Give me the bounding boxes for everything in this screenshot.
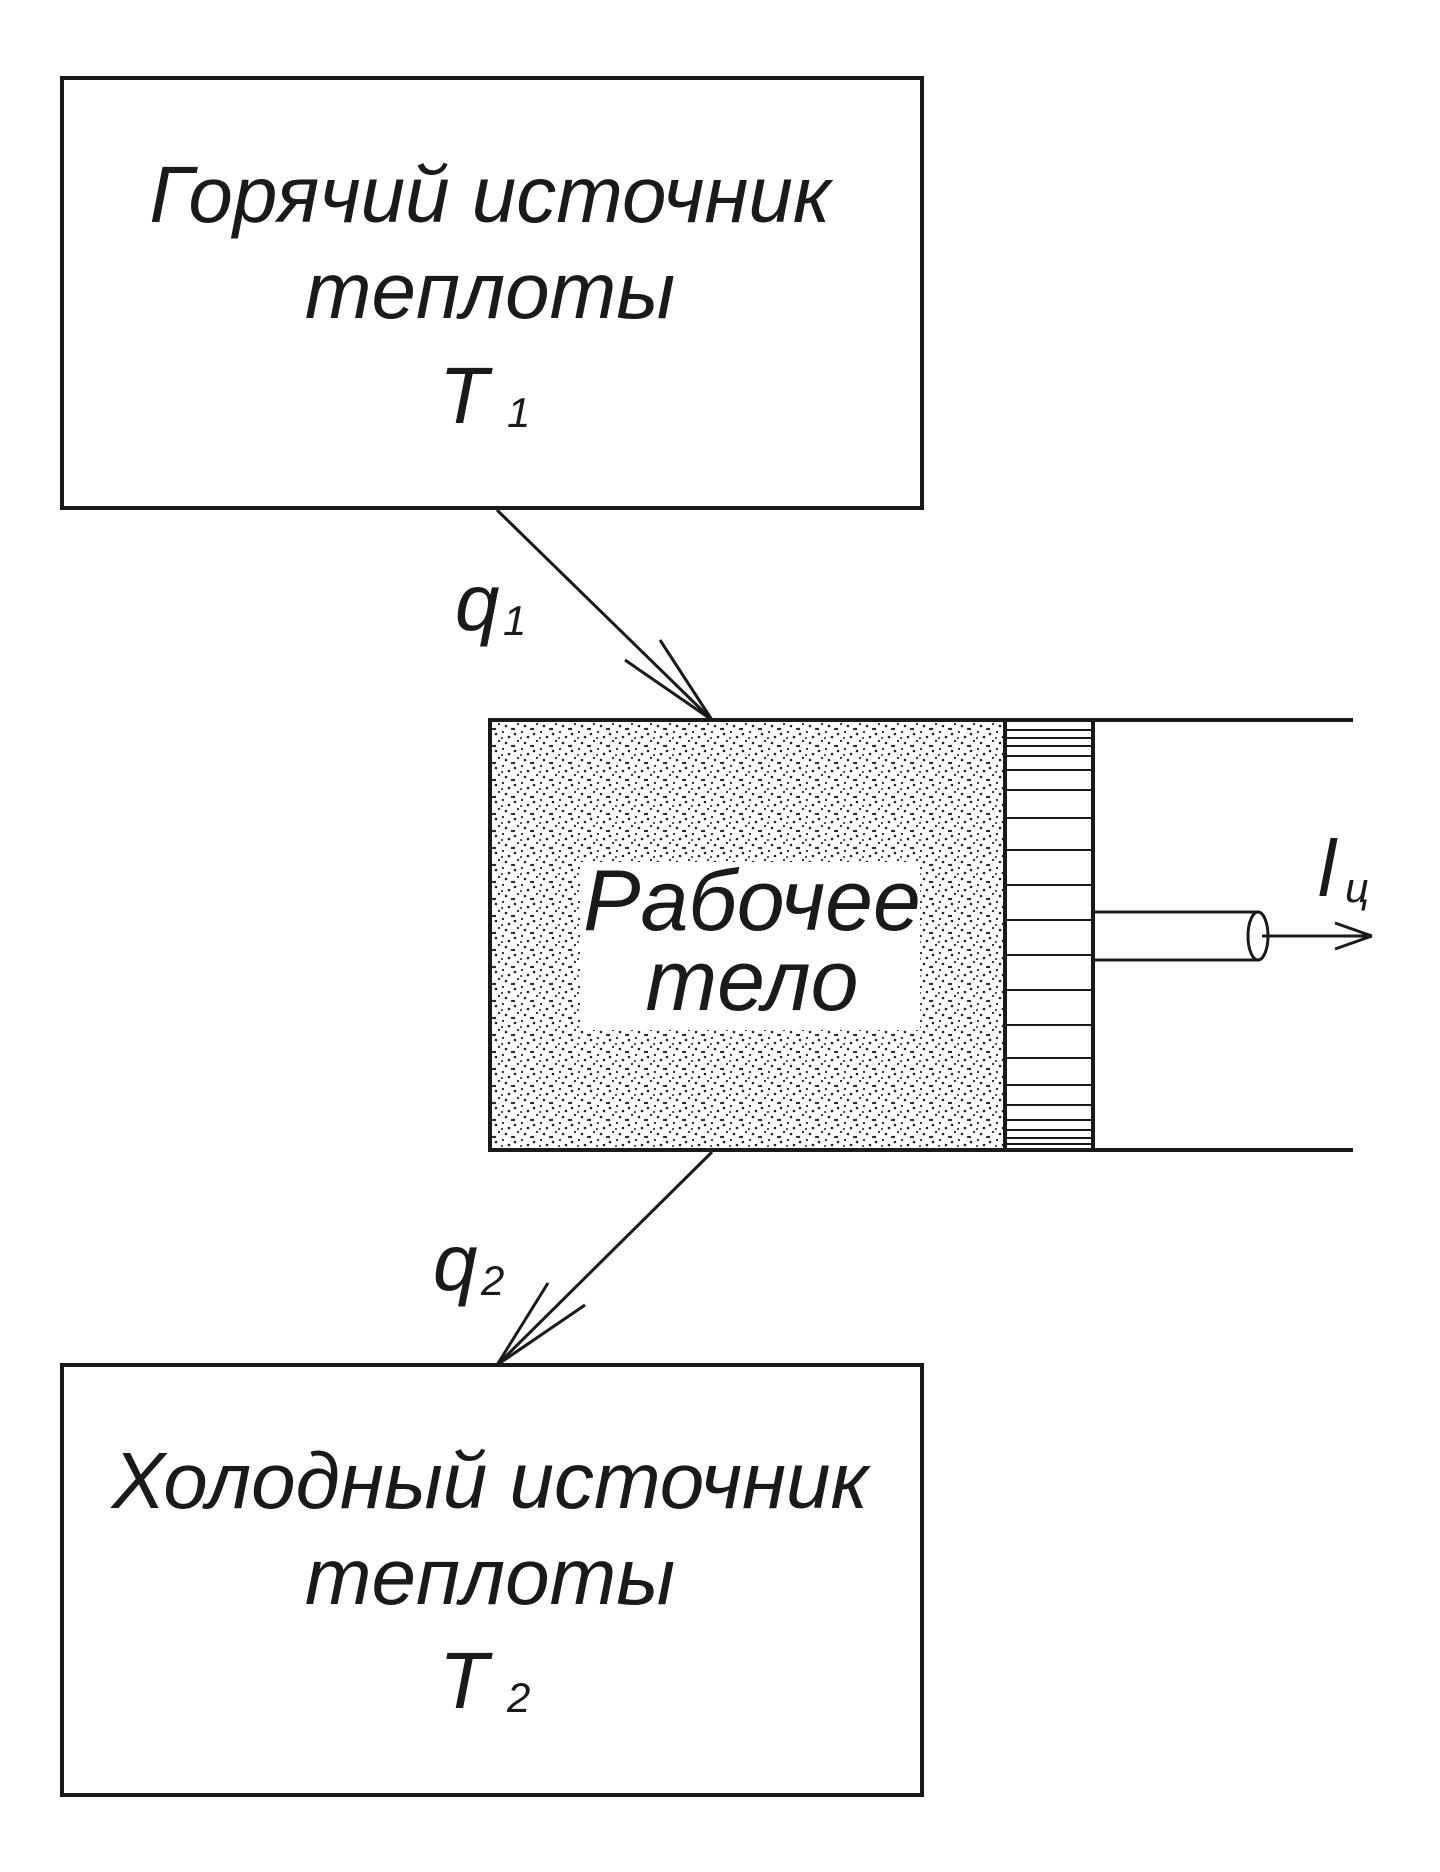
work-out-subscript: ц <box>1345 864 1369 911</box>
heat-in-arrow-line <box>495 508 714 722</box>
cold-source-box <box>60 1363 924 1797</box>
piston-body <box>1003 718 1095 1152</box>
heat-out-arrow-line <box>495 1150 714 1367</box>
heat-in-arrow: q 1 <box>455 508 714 722</box>
hot-source-title-line1: Горячий источник <box>149 150 834 239</box>
heat-out-arrowhead-left <box>495 1282 550 1366</box>
work-out-label: l <box>1318 824 1338 913</box>
hot-source-box <box>60 76 924 510</box>
heat-out-subscript: 2 <box>480 1257 504 1304</box>
heat-out-arrowhead-right <box>496 1303 586 1367</box>
piston <box>1003 718 1270 1152</box>
piston-hatching <box>1005 729 1093 1145</box>
working-body-label-line2: тело <box>646 933 859 1029</box>
work-out-arrowhead-top <box>1334 921 1373 938</box>
hot-source-temperature-subscript: 1 <box>507 389 530 436</box>
cold-source-temperature: T <box>439 1636 493 1725</box>
work-out-arrowhead-bottom <box>1334 934 1373 951</box>
working-body: Рабочее тело <box>488 718 1005 1152</box>
cold-source-title-line2: теплоты <box>305 1532 675 1621</box>
cold-source-block: Холодный источник теплоты T 2 <box>60 1363 924 1797</box>
heat-in-arrowhead-right <box>658 639 714 721</box>
cold-temp-symbol: T <box>439 1636 493 1725</box>
heat-in-label: q <box>455 558 500 647</box>
heat-out-arrow: q 2 <box>433 1150 714 1367</box>
heat-in-subscript: 1 <box>503 597 526 644</box>
work-out-arrow: l ц <box>1262 824 1373 951</box>
cold-source-temperature-subscript: 2 <box>506 1674 530 1721</box>
cold-source-title-line1: Холодный источник <box>110 1436 872 1525</box>
working-body-label-clearing <box>580 862 920 1030</box>
heat-out-label: q <box>433 1218 478 1307</box>
heat-in-arrowhead-left <box>624 658 713 722</box>
hot-temp-symbol: T <box>439 351 493 440</box>
hot-source-title-line2: теплоты <box>305 246 675 335</box>
hot-source-temperature: T <box>439 351 493 440</box>
hot-source-block: Горячий источник теплоты T 1 <box>60 76 924 510</box>
working-body-label-line1: Рабочее <box>583 853 921 949</box>
